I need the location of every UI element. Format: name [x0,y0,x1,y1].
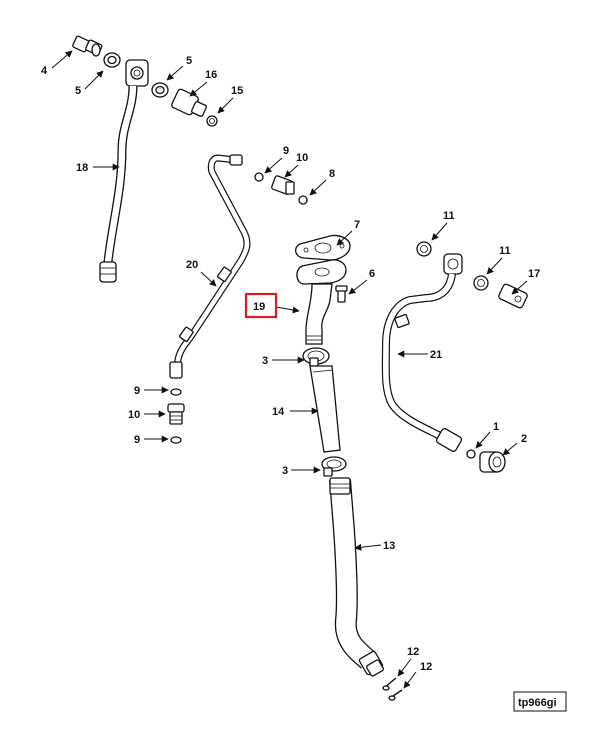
callout-11-left: 11 [443,210,455,222]
part-9-o-ring-lower-a [170,388,182,396]
callout-10-upper: 10 [296,152,308,164]
banjo-fitting-top [125,59,149,87]
part-10-adapter-lower [167,403,185,425]
callout-11-right: 11 [499,245,511,257]
part-5-washer-left [103,52,121,68]
callout-10-lower: 10 [128,409,140,421]
leader-lines [51,50,528,689]
callout-7: 7 [354,219,360,231]
part-13-tube [329,477,384,677]
part-2-adapter [479,451,506,473]
part-11-washer-left [416,241,432,257]
callout-8: 8 [329,168,335,180]
callout-5-right: 5 [186,55,192,67]
callout-9-lower-b: 9 [134,434,140,446]
callout-5-left: 5 [75,85,81,97]
figure-reference-box: tp966gi [513,691,567,712]
part-20-tube [169,154,251,379]
callout-20: 20 [186,259,198,271]
callout-17: 17 [528,268,540,280]
part-17-bolt [498,283,528,309]
part-5-washer-right [151,82,169,98]
banjo-fitting-right [443,253,463,275]
callout-14: 14 [272,406,285,418]
part-12-fasteners [382,677,403,701]
part-6-bolt [335,285,348,303]
part-3-clamp-upper [302,347,330,367]
part-8-o-ring [298,195,308,205]
callout-2: 2 [521,433,527,445]
callout-4: 4 [41,65,48,77]
part-9-o-ring-upper [254,172,264,182]
callout-18: 18 [76,162,88,174]
callout-21: 21 [430,349,442,361]
callout-15: 15 [231,85,243,97]
part-21-tube [381,273,463,452]
highlight-box-19 [244,292,278,319]
part-19-elbow [296,259,347,345]
part-15-o-ring [206,115,218,127]
part-18-hose [99,85,138,283]
part-4-fitting [72,35,103,57]
callout-9-lower-a: 9 [134,385,140,397]
callout-12-lower: 12 [420,661,432,673]
callout-12-upper: 12 [407,646,419,658]
part-10-adapter-upper [271,175,295,195]
part-14-hose [309,365,341,453]
callout-9-upper: 9 [283,145,289,157]
part-9-o-ring-lower-b [170,436,182,444]
callout-3-upper: 3 [262,355,268,367]
callout-1: 1 [493,421,499,433]
part-3-clamp-lower [321,456,347,477]
callout-19: 19 [253,301,265,313]
part-16-banjo-bolt [171,88,207,117]
callout-13: 13 [383,540,395,552]
callout-6: 6 [369,268,375,280]
callout-16: 16 [205,69,217,81]
part-7-gasket [294,234,351,261]
part-11-washer-right [473,275,489,291]
callout-3-lower: 3 [282,465,288,477]
figure-reference-label: tp966gi [518,697,557,709]
part-1-o-ring [466,449,476,459]
